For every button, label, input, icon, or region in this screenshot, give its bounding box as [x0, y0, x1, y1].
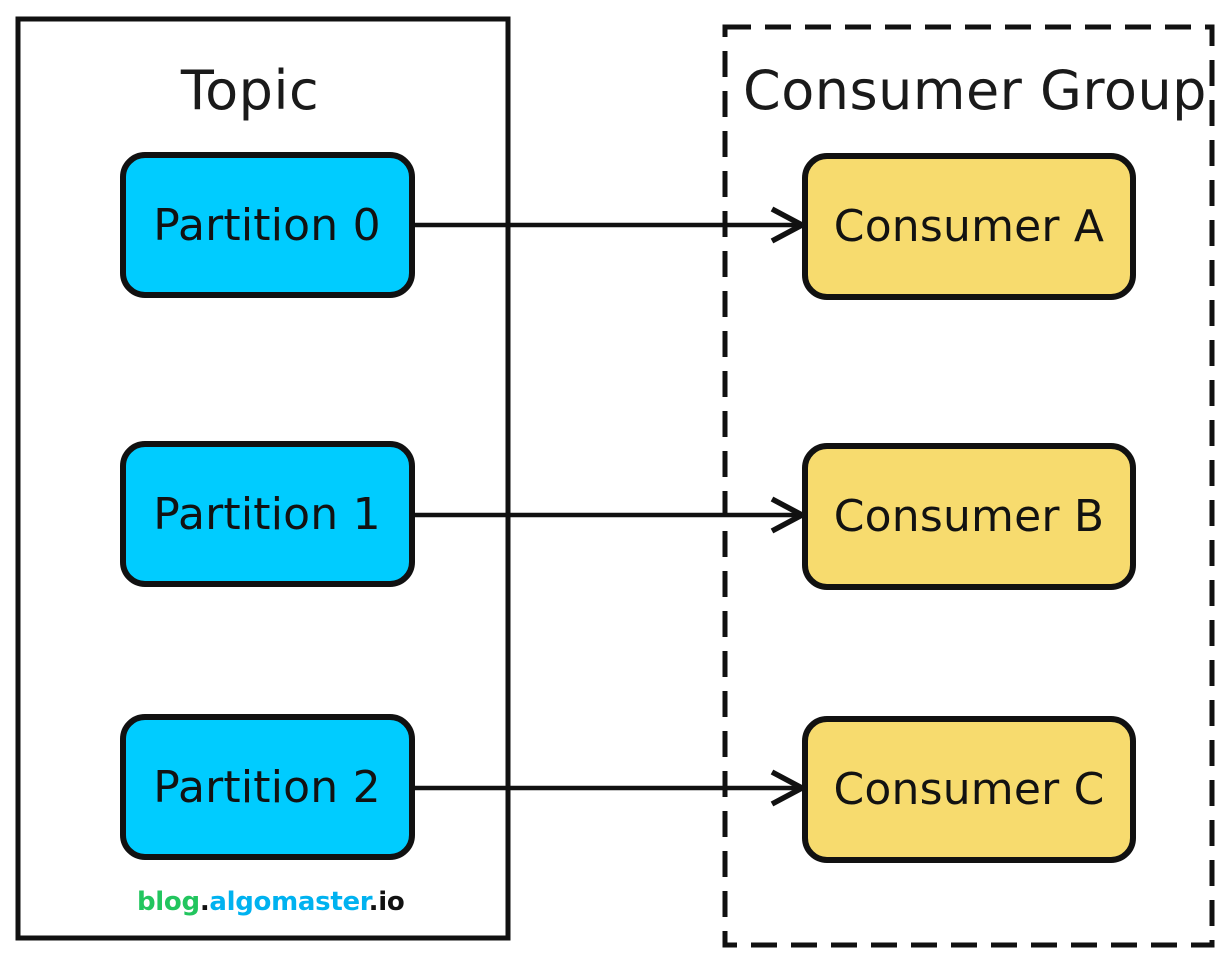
consumer-label: Consumer C [833, 764, 1104, 815]
svg-text:blog.algomaster.io: blog.algomaster.io [137, 887, 404, 917]
connection-arrows [412, 206, 808, 807]
consumer-node-c[interactable]: Consumer C [802, 716, 1136, 863]
consumer-box[interactable] [802, 443, 1136, 590]
partition-node-2[interactable]: Partition 2 [120, 714, 415, 860]
partition-box[interactable] [120, 152, 415, 298]
consumer-label: Consumer B [834, 491, 1105, 542]
watermark-dot-2: . [369, 887, 379, 917]
watermark-blog: blog [137, 887, 200, 917]
consumer-node-b[interactable]: Consumer B [802, 443, 1136, 590]
consumer-label: Consumer A [834, 201, 1104, 252]
consumer-group-title: Consumer Group [743, 59, 1207, 122]
watermark-algomaster: algomaster [209, 887, 372, 917]
topic-container [15, 16, 511, 941]
consumer-box[interactable] [802, 716, 1136, 863]
partition-node-0[interactable]: Partition 0 [120, 152, 415, 298]
watermark: blog.algomaster.io [137, 887, 405, 917]
watermark-io: io [378, 887, 404, 917]
arrow-partition0-to-consumerA [412, 206, 808, 244]
partition-box[interactable] [120, 441, 415, 587]
arrow-partition2-to-consumerC [412, 769, 808, 807]
partition-label: Partition 2 [153, 762, 381, 813]
partition-box[interactable] [120, 714, 415, 860]
partition-node-1[interactable]: Partition 1 [120, 441, 415, 587]
watermark-dot-1: . [200, 887, 210, 917]
topic-title: Topic [180, 59, 319, 122]
consumer-node-a[interactable]: Consumer A [802, 153, 1136, 300]
partition-label: Partition 1 [153, 489, 381, 540]
consumer-box[interactable] [802, 153, 1136, 300]
arrow-partition1-to-consumerB [412, 496, 808, 534]
partition-label: Partition 0 [153, 200, 381, 251]
consumer-group-container [722, 24, 1215, 948]
